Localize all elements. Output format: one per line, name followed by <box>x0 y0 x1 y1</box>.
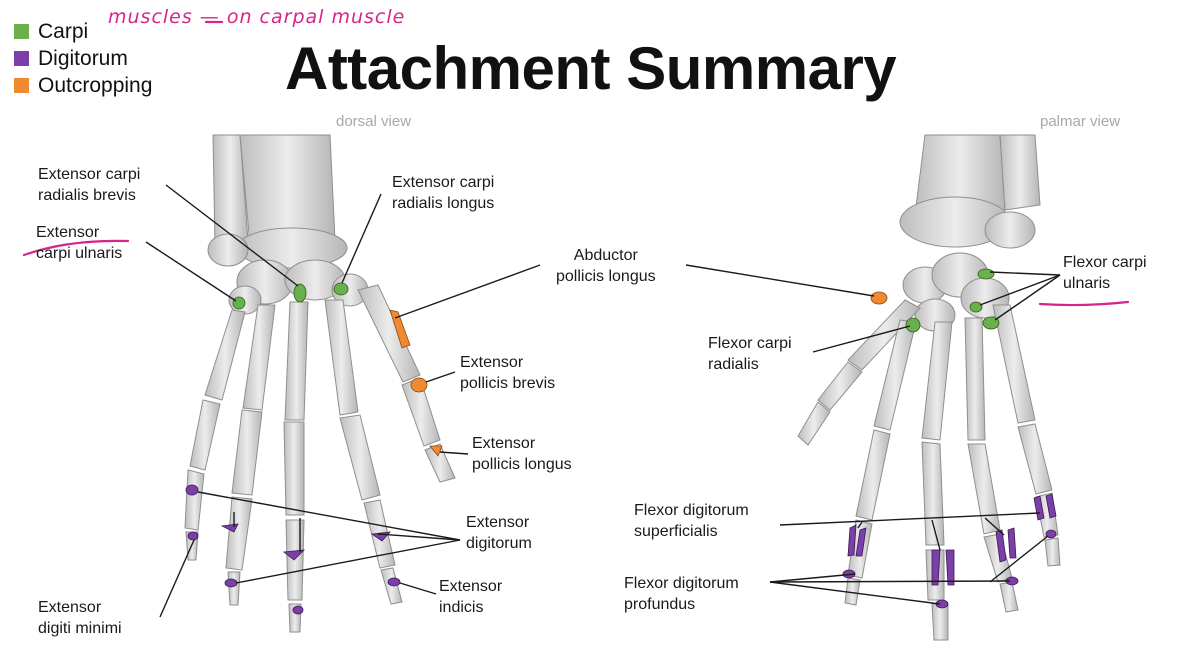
legend-label: Outcropping <box>38 73 153 97</box>
legend: Carpi Digitorum Outcropping <box>14 18 152 99</box>
digitorum-swatch <box>14 51 29 66</box>
ecu-attachment <box>232 296 246 310</box>
outcropping-markers <box>389 291 888 457</box>
palmar-hand <box>797 134 1061 641</box>
apl-attachment <box>389 309 411 349</box>
palmar-view-caption: palmar view <box>1040 113 1121 130</box>
outcropping-swatch <box>14 78 29 93</box>
fcu-attachment-2 <box>969 301 983 313</box>
dorsal-view-caption: dorsal view <box>336 113 412 130</box>
highlight-strokes <box>22 20 1130 307</box>
carpi-swatch <box>14 24 29 39</box>
legend-item-outcropping: Outcropping <box>14 72 152 99</box>
legend-label: Digitorum <box>38 46 128 70</box>
leader-lines <box>145 184 1061 618</box>
handwritten-note: muscles — on carpal muscle <box>108 6 406 28</box>
legend-item-carpi: Carpi <box>14 18 152 45</box>
epl-attachment <box>429 445 443 457</box>
fcu-attachment-1 <box>977 268 995 280</box>
fcr-attachment <box>905 317 921 333</box>
epb-attachment <box>410 377 428 393</box>
legend-item-digitorum: Digitorum <box>14 45 152 72</box>
ecrl-attachment <box>333 282 349 296</box>
dorsal-hand <box>184 134 456 633</box>
apl-palmar-attachment <box>870 291 888 305</box>
page-title: Attachment Summary <box>285 35 897 102</box>
legend-label: Carpi <box>38 19 89 43</box>
ecrb-attachment <box>293 283 307 303</box>
